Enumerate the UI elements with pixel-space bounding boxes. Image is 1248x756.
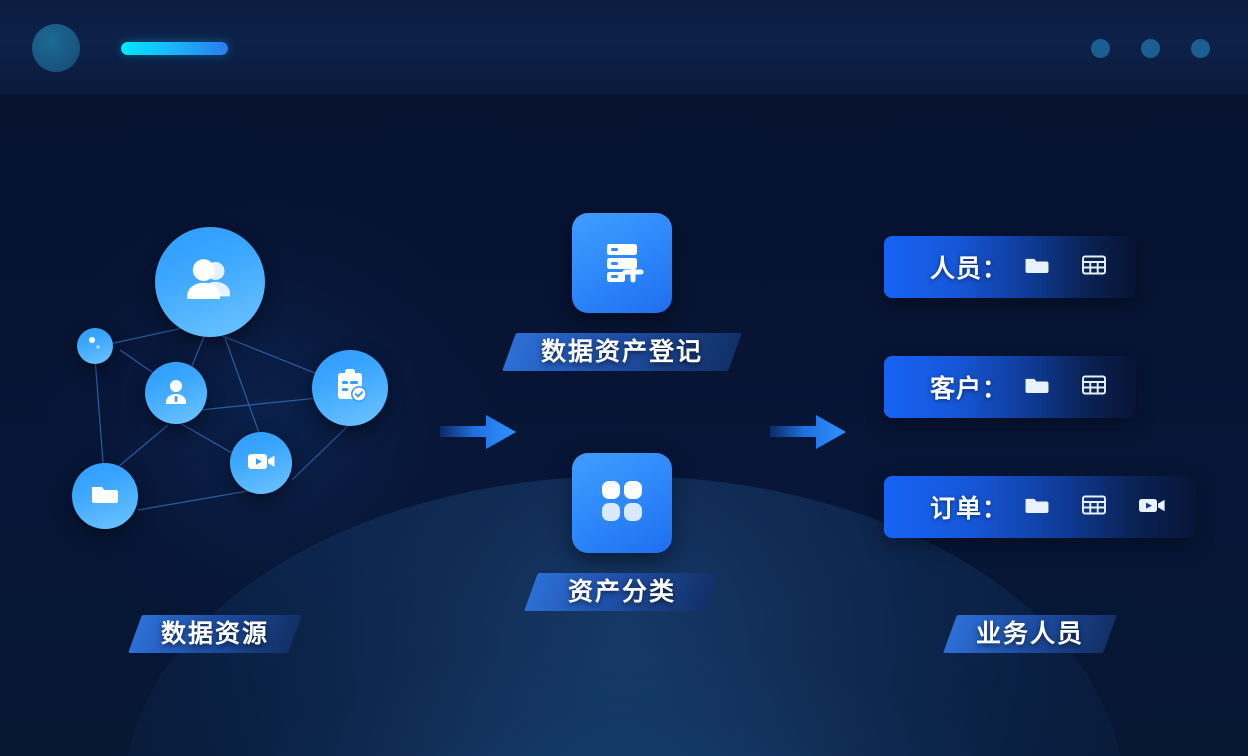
- network-node-person[interactable]: [145, 362, 207, 424]
- people-icon: [181, 251, 239, 314]
- section-label: 业务人员: [975, 620, 1084, 648]
- brand-gradient-bar: [121, 42, 228, 55]
- section-label-data-resources: 数据资源: [128, 595, 302, 657]
- table-grid-icon[interactable]: [1080, 371, 1108, 404]
- grid-four-dots-icon: [596, 475, 648, 532]
- center-step-registration[interactable]: 数据资产登记: [502, 213, 742, 375]
- person-icon: [160, 375, 192, 412]
- folder-icon[interactable]: [1022, 370, 1052, 405]
- dot-node-icon: [83, 332, 107, 361]
- data-resource-network: [60, 210, 420, 570]
- header-dot-3[interactable]: [1191, 39, 1210, 58]
- network-node-people[interactable]: [155, 227, 265, 337]
- center-step-label: 资产分类: [567, 578, 676, 606]
- card-label: 客户：: [930, 375, 1009, 403]
- circle-logo-icon[interactable]: [32, 24, 80, 72]
- business-card-order[interactable]: 订单：: [884, 476, 1196, 538]
- business-card-customer[interactable]: 客户：: [884, 356, 1136, 418]
- business-card-personnel[interactable]: 人员：: [884, 236, 1136, 298]
- header-dots-group: [1091, 39, 1210, 58]
- network-node-clipboard[interactable]: [312, 350, 388, 426]
- card-label: 订单：: [930, 495, 1009, 523]
- arrow-resources-to-center: [440, 408, 518, 461]
- grid-four-dots-tile[interactable]: [572, 453, 672, 553]
- header-dot-2[interactable]: [1141, 39, 1160, 58]
- center-step-classification[interactable]: 资产分类: [512, 453, 732, 615]
- video-camera-icon[interactable]: [1136, 489, 1168, 526]
- table-grid-icon[interactable]: [1080, 491, 1108, 524]
- database-add-icon: [595, 234, 649, 293]
- section-label: 数据资源: [160, 620, 269, 648]
- folder-icon[interactable]: [1022, 250, 1052, 285]
- section-label-business-personnel: 业务人员: [943, 595, 1117, 657]
- video-camera-icon: [245, 445, 277, 482]
- network-node-video[interactable]: [230, 432, 292, 494]
- app-header: [0, 0, 1248, 96]
- card-label: 人员：: [930, 255, 1009, 283]
- diagram-stage: 数据资产登记 资产分类: [0, 96, 1248, 756]
- folder-icon[interactable]: [1022, 490, 1052, 525]
- folder-icon: [88, 477, 122, 516]
- network-node-folder[interactable]: [72, 463, 138, 529]
- database-add-tile[interactable]: [572, 213, 672, 313]
- network-node-dot[interactable]: [77, 328, 113, 364]
- header-dot-1[interactable]: [1091, 39, 1110, 58]
- table-grid-icon[interactable]: [1080, 251, 1108, 284]
- center-step-label: 数据资产登记: [540, 338, 703, 366]
- arrow-center-to-business: [770, 408, 848, 461]
- left-glow: [40, 206, 500, 626]
- clipboard-check-icon: [330, 366, 370, 411]
